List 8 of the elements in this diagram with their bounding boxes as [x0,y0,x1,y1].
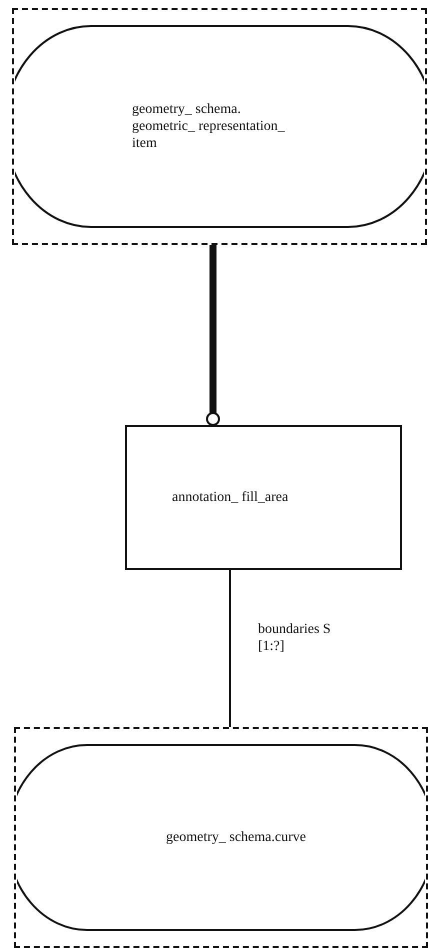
entity-box [125,425,402,570]
relationship-line [206,245,220,426]
entity-name: geometry_ schema.curve [166,829,307,846]
entity-name: geometry_ schema. geometric_ representation_ item [132,101,286,152]
relationship-line [229,570,231,727]
dashed-frame [12,8,427,245]
dashed-frame [14,727,428,948]
entity-name: annotation_ fill_area [172,489,290,506]
